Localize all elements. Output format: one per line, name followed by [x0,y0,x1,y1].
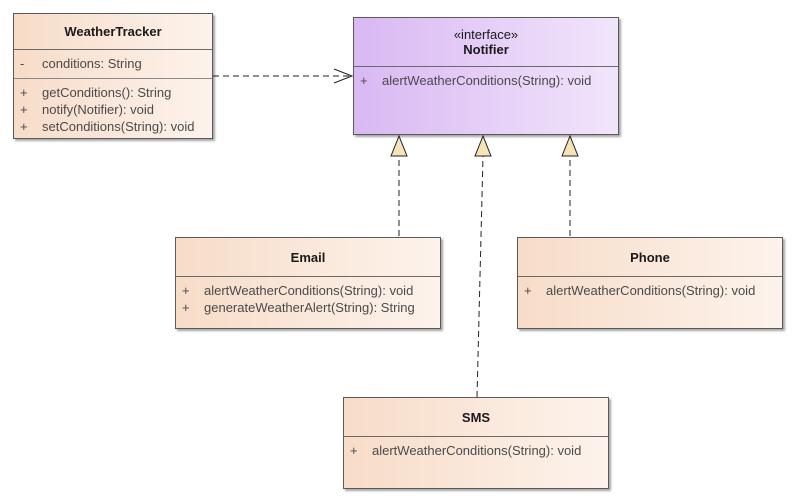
visibility-marker: + [182,300,190,315]
operation-compartment: + alertWeatherConditions(String): void [344,437,608,463]
operation-text: generateWeatherAlert(String): String [204,300,415,315]
realization-triangle-email-icon [390,134,408,157]
realization-line-sms [476,155,484,398]
operation-item: + alertWeatherConditions(String): void [518,282,782,299]
operation-text: alertWeatherConditions(String): void [372,443,582,458]
operation-text: alertWeatherConditions(String): void [546,283,756,298]
attribute-compartment: - conditions: String [14,50,212,78]
operation-item: + setConditions(String): void [14,118,212,135]
visibility-marker: + [524,283,532,298]
visibility-marker: + [350,443,358,458]
visibility-marker: + [20,85,28,100]
class-sms[interactable]: SMS + alertWeatherConditions(String): vo… [343,397,609,489]
visibility-marker: + [20,102,28,117]
class-weathertracker[interactable]: WeatherTracker - conditions: String + ge… [13,13,213,139]
class-header: Email [176,238,440,277]
operation-text: notify(Notifier): void [42,102,154,117]
operation-text: setConditions(String): void [42,119,195,134]
attribute-item: - conditions: String [14,55,212,72]
operation-compartment: + alertWeatherConditions(String): void +… [176,277,440,320]
visibility-marker: + [182,283,190,298]
realization-triangle-phone-icon [561,134,579,157]
class-phone[interactable]: Phone + alertWeatherConditions(String): … [517,237,783,329]
interface-notifier[interactable]: «interface» Notifier + alertWeatherCondi… [353,17,619,135]
operation-compartment: + alertWeatherConditions(String): void [518,277,782,303]
class-header: WeatherTracker [14,14,212,50]
class-header: SMS [344,398,608,437]
class-email[interactable]: Email + alertWeatherConditions(String): … [175,237,441,329]
visibility-marker: + [360,73,368,88]
operation-compartment: + alertWeatherConditions(String): void [354,67,618,93]
class-name: SMS [461,409,491,425]
realization-triangle-sms-icon [474,134,492,157]
operation-item: + alertWeatherConditions(String): void [354,72,618,89]
operation-item: + getConditions(): String [14,84,212,101]
class-name: Phone [630,249,670,265]
stereotype-label: «interface» [453,27,519,42]
operation-text: alertWeatherConditions(String): void [382,73,592,88]
operation-compartment: + getConditions(): String + notify(Notif… [14,78,212,139]
interface-name: Notifier [463,42,509,57]
operation-item: + alertWeatherConditions(String): void [176,282,440,299]
operation-text: alertWeatherConditions(String): void [204,283,414,298]
class-name: Email [290,249,326,265]
visibility-marker: + [20,119,28,134]
interface-header: «interface» Notifier [354,18,618,67]
operation-item: + alertWeatherConditions(String): void [344,442,608,459]
operation-text: getConditions(): String [42,85,172,100]
operation-item: + notify(Notifier): void [14,101,212,118]
dependency-arrowhead-icon [333,68,354,84]
class-header: Phone [518,238,782,277]
visibility-marker: - [20,56,25,71]
attribute-text: conditions: String [42,56,142,71]
operation-item: + generateWeatherAlert(String): String [176,299,440,316]
class-name: WeatherTracker [64,24,162,39]
